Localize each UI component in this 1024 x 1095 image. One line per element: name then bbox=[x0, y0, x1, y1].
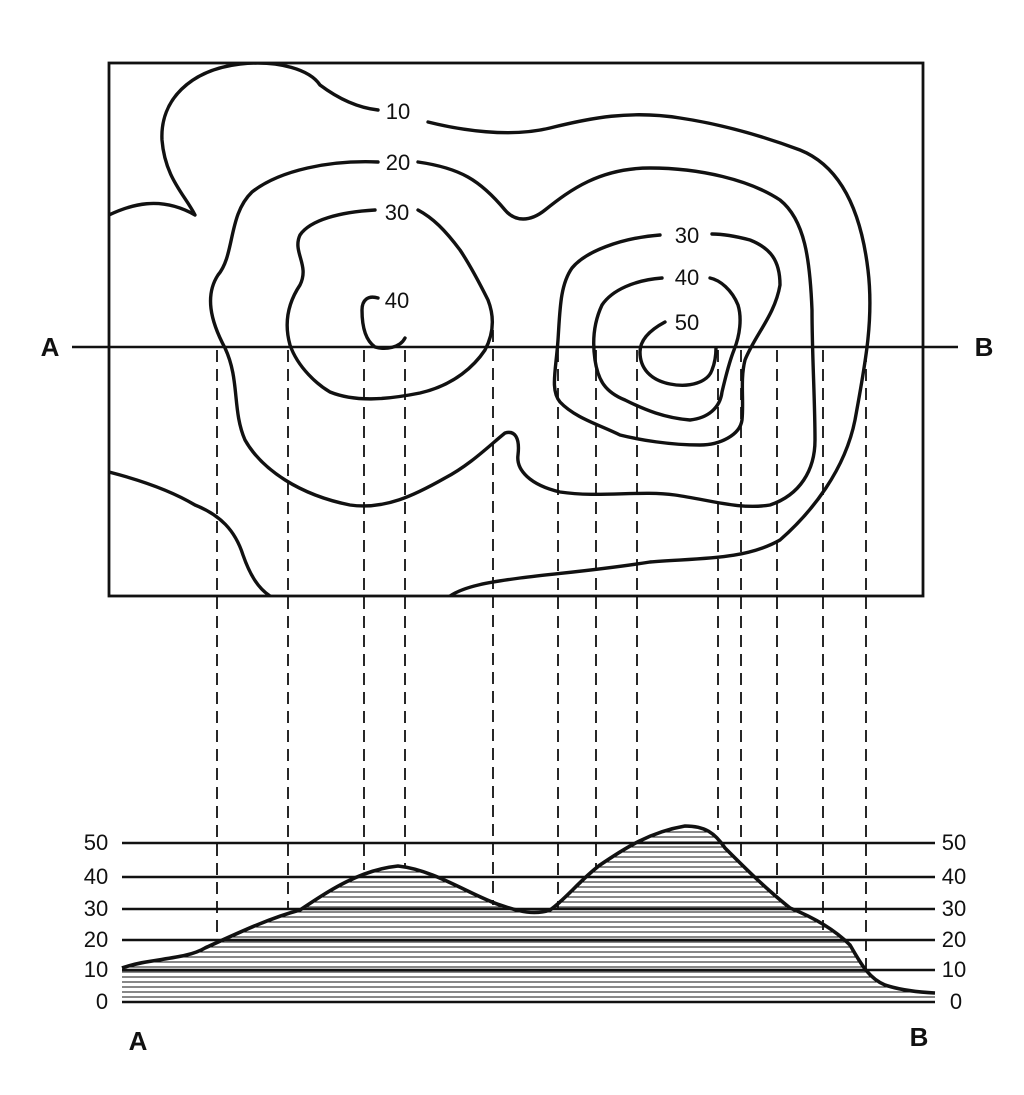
section-line-end-label: B bbox=[975, 332, 994, 362]
elevation-label-right: 20 bbox=[942, 927, 966, 952]
contour-label: 50 bbox=[675, 310, 699, 335]
contour-label: 30 bbox=[385, 200, 409, 225]
elevation-label-right: 10 bbox=[942, 957, 966, 982]
contour-line-10 bbox=[109, 63, 380, 217]
contour-label: 40 bbox=[385, 288, 409, 313]
elevation-label-left: 30 bbox=[84, 896, 108, 921]
elevation-label-left: 0 bbox=[96, 989, 108, 1014]
contour-label: 10 bbox=[386, 99, 410, 124]
profile-end-label: B bbox=[910, 1022, 929, 1052]
map-frame bbox=[107, 61, 925, 598]
elevation-label-right: 0 bbox=[950, 989, 962, 1014]
elevation-label-left: 20 bbox=[84, 927, 108, 952]
contour-label: 20 bbox=[386, 150, 410, 175]
section-line-start-label: A bbox=[41, 332, 60, 362]
contour-line-30-west bbox=[285, 208, 494, 401]
contour-line-20 bbox=[208, 160, 817, 509]
elevation-label-left: 40 bbox=[84, 864, 108, 889]
elevation-label-right: 30 bbox=[942, 896, 966, 921]
contour-line-50 bbox=[638, 320, 718, 387]
profile-outline bbox=[121, 824, 936, 995]
contour-line-10-southwest bbox=[109, 470, 272, 596]
contour-map: 10 20 30 40 30 40 50 A B bbox=[41, 61, 994, 598]
contour-line-30-east bbox=[552, 232, 782, 447]
contour-line-40-east bbox=[592, 276, 742, 422]
elevation-label-left: 50 bbox=[84, 830, 108, 855]
contour-line-10-east bbox=[426, 113, 872, 596]
elevation-label-right: 40 bbox=[942, 864, 966, 889]
projection-lines bbox=[216, 330, 867, 975]
contour-label: 40 bbox=[675, 265, 699, 290]
elevation-label-right: 50 bbox=[942, 830, 966, 855]
elevation-label-left: 10 bbox=[84, 957, 108, 982]
profile-start-label: A bbox=[129, 1026, 148, 1056]
contour-label: 30 bbox=[675, 223, 699, 248]
elevation-profile: 50 40 30 20 10 0 50 40 30 20 10 0 A B bbox=[84, 824, 966, 1056]
